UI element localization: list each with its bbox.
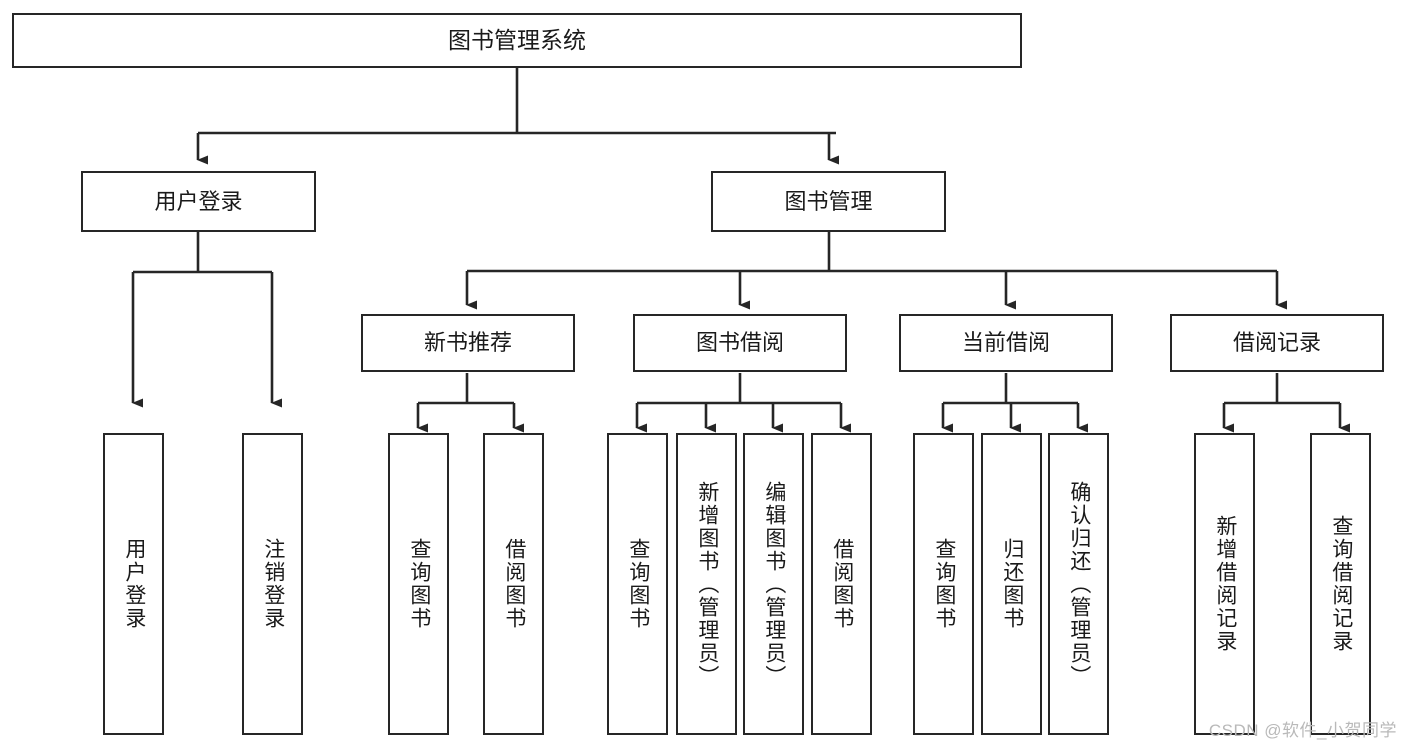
node-leaf-confirm-return[interactable]: 确认归还（管理员） [1048,433,1109,735]
node-leaf-logout[interactable]: 注销登录 [242,433,303,735]
node-leaf-query-record-label: 查询借阅记录 [1329,515,1353,653]
node-leaf-query-book-3-label: 查询图书 [932,538,956,630]
node-leaf-query-book-1-label: 查询图书 [407,538,431,630]
node-user-login[interactable]: 用户登录 [81,171,316,232]
node-leaf-query-book-3[interactable]: 查询图书 [913,433,974,735]
node-leaf-query-book-2[interactable]: 查询图书 [607,433,668,735]
node-leaf-edit-book[interactable]: 编辑图书（管理员） [743,433,804,735]
node-book-borrow-label: 图书借阅 [695,330,784,356]
node-leaf-query-book-2-label: 查询图书 [626,538,650,630]
node-leaf-return-book-label: 归还图书 [1000,538,1024,630]
node-leaf-add-book[interactable]: 新增图书（管理员） [676,433,737,735]
node-leaf-query-record[interactable]: 查询借阅记录 [1310,433,1371,735]
node-leaf-edit-book-label: 编辑图书（管理员） [762,480,786,688]
node-book-manage[interactable]: 图书管理 [711,171,946,232]
node-leaf-add-record[interactable]: 新增借阅记录 [1194,433,1255,735]
node-leaf-user-login-label: 用户登录 [122,538,146,630]
node-leaf-user-login[interactable]: 用户登录 [103,433,164,735]
node-leaf-query-book-1[interactable]: 查询图书 [388,433,449,735]
node-leaf-return-book[interactable]: 归还图书 [981,433,1042,735]
node-leaf-borrow-book-2[interactable]: 借阅图书 [811,433,872,735]
node-borrow-record-label: 借阅记录 [1232,330,1321,356]
node-user-login-label: 用户登录 [154,188,243,214]
node-current-borrow[interactable]: 当前借阅 [899,314,1113,372]
node-root[interactable]: 图书管理系统 [12,13,1022,68]
node-book-borrow[interactable]: 图书借阅 [633,314,847,372]
node-leaf-borrow-book-2-label: 借阅图书 [830,538,854,630]
node-leaf-logout-label: 注销登录 [261,538,285,630]
node-leaf-borrow-book-1-label: 借阅图书 [502,538,526,630]
node-book-manage-label: 图书管理 [784,188,873,214]
node-new-book-rec[interactable]: 新书推荐 [361,314,575,372]
node-borrow-record[interactable]: 借阅记录 [1170,314,1384,372]
node-leaf-add-record-label: 新增借阅记录 [1213,515,1237,653]
node-new-book-rec-label: 新书推荐 [423,330,512,356]
node-root-label: 图书管理系统 [448,26,586,53]
node-leaf-confirm-return-label: 确认归还（管理员） [1067,480,1091,688]
node-current-borrow-label: 当前借阅 [961,330,1050,356]
node-leaf-borrow-book-1[interactable]: 借阅图书 [483,433,544,735]
node-leaf-add-book-label: 新增图书（管理员） [695,480,719,688]
